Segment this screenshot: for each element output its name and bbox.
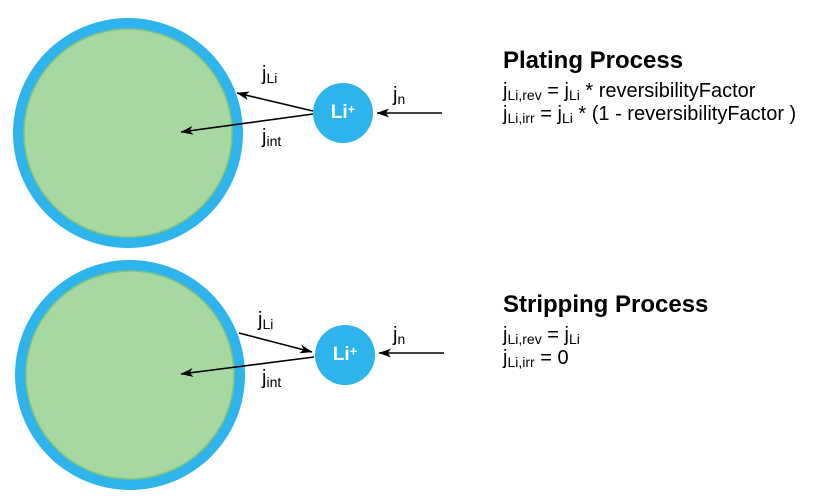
stripping-jli-label: jLi bbox=[258, 309, 274, 333]
stripping-diagram bbox=[15, 260, 444, 490]
stripping-equation-rev: jLi,rev = jLi bbox=[503, 324, 580, 348]
plating-li-ion-label: Li+ bbox=[330, 101, 356, 123]
plating-jn-label: jn bbox=[393, 84, 406, 108]
plating-text-block: Plating Process jLi,rev = jLi * reversib… bbox=[503, 47, 796, 126]
plating-jint-arrow bbox=[180, 113, 314, 135]
plating-equation-irr: jLi,irr = jLi * (1 - reversibilityFactor… bbox=[503, 103, 797, 127]
stripping-equation-irr: jLi,irr = 0 bbox=[503, 347, 569, 371]
stripping-particle-core bbox=[25, 270, 235, 480]
stripping-li-ion-label: Li+ bbox=[332, 343, 358, 365]
plating-jint-label: jint bbox=[262, 126, 282, 150]
plating-jli-label: jLi bbox=[262, 63, 278, 87]
stripping-text-block: Stripping Process jLi,rev = jLi jLi,irr … bbox=[503, 291, 708, 370]
stripping-title: Stripping Process bbox=[503, 291, 709, 318]
stripping-jint-arrow bbox=[180, 356, 315, 377]
plating-title: Plating Process bbox=[503, 47, 684, 74]
stripping-li-ion-circle bbox=[315, 325, 375, 385]
stripping-jint-label: jint bbox=[262, 367, 282, 391]
plating-diagram bbox=[13, 18, 442, 248]
plating-jli-arrow bbox=[236, 91, 314, 112]
stripping-jn-label: jn bbox=[393, 324, 406, 348]
plating-li-ion-circle bbox=[313, 83, 373, 143]
plating-particle-core bbox=[23, 28, 233, 238]
stripping-jli-arrow bbox=[238, 332, 313, 354]
plating-equation-rev: jLi,rev = jLi * reversibilityFactor bbox=[503, 80, 756, 104]
